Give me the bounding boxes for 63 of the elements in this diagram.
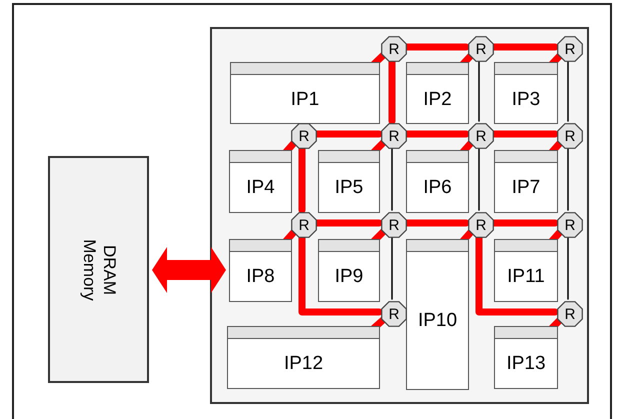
ip-block (406, 239, 469, 390)
ip-block (229, 239, 292, 302)
ip-label: IP2 (423, 90, 452, 108)
connector-line (478, 146, 480, 211)
router-label: R (298, 218, 310, 232)
router-label: R (564, 42, 576, 56)
ip-label: IP12 (284, 354, 324, 373)
router-label: R (388, 306, 400, 322)
ip-block (494, 62, 558, 124)
ip-label: IP10 (418, 311, 458, 330)
ip-label: IP4 (246, 178, 275, 197)
router-octagon (557, 123, 583, 149)
router-octagon (557, 212, 583, 238)
router-octagon (381, 36, 407, 62)
ip-block (318, 239, 380, 302)
ip-block (406, 62, 469, 124)
router-octagon (468, 212, 494, 238)
connector-line (567, 235, 569, 300)
connector-line (567, 59, 569, 122)
ip-label: IP11 (507, 267, 545, 286)
ip-block (230, 62, 380, 124)
ip-label: IP5 (334, 178, 364, 197)
ip-block (494, 326, 558, 389)
router-label: R (476, 128, 486, 144)
router-octagon (381, 212, 407, 238)
chip-box (210, 27, 589, 404)
router-label: R (564, 128, 576, 144)
ip-block (229, 150, 292, 213)
connector-line (391, 146, 393, 211)
ip-label: IP13 (506, 354, 546, 373)
router-octagon (557, 301, 583, 327)
memory-label: DRAM Memory (78, 238, 118, 303)
connector-line (391, 235, 393, 300)
router-octagon (381, 123, 407, 149)
ip-block (406, 150, 469, 213)
ip-block (227, 326, 380, 389)
router-label: R (388, 42, 400, 56)
ip-label: IP9 (334, 267, 364, 286)
ip-label: IP8 (246, 267, 275, 286)
router-octagon (381, 301, 407, 327)
ip-label: IP6 (423, 178, 452, 197)
ip-block (494, 150, 558, 213)
router-label: R (298, 128, 310, 144)
double-arrow (152, 247, 226, 293)
router-octagon (557, 36, 583, 62)
ip-label: IP7 (512, 178, 540, 197)
ip-label: IP3 (512, 90, 540, 108)
router-octagon (468, 36, 494, 62)
connector-line (567, 146, 569, 211)
ip-label: IP1 (290, 90, 320, 108)
ip-block (494, 239, 558, 302)
router-label: R (564, 218, 576, 232)
connector-line (478, 59, 480, 122)
router-label: R (564, 306, 576, 322)
router-label: R (388, 218, 400, 232)
router-octagon (291, 123, 317, 149)
ip-block (318, 150, 380, 213)
router-label: R (388, 128, 400, 144)
router-label: R (476, 218, 486, 232)
router-label: R (476, 42, 486, 56)
memory-box (48, 156, 149, 383)
router-octagon (468, 123, 494, 149)
router-octagon (291, 212, 317, 238)
